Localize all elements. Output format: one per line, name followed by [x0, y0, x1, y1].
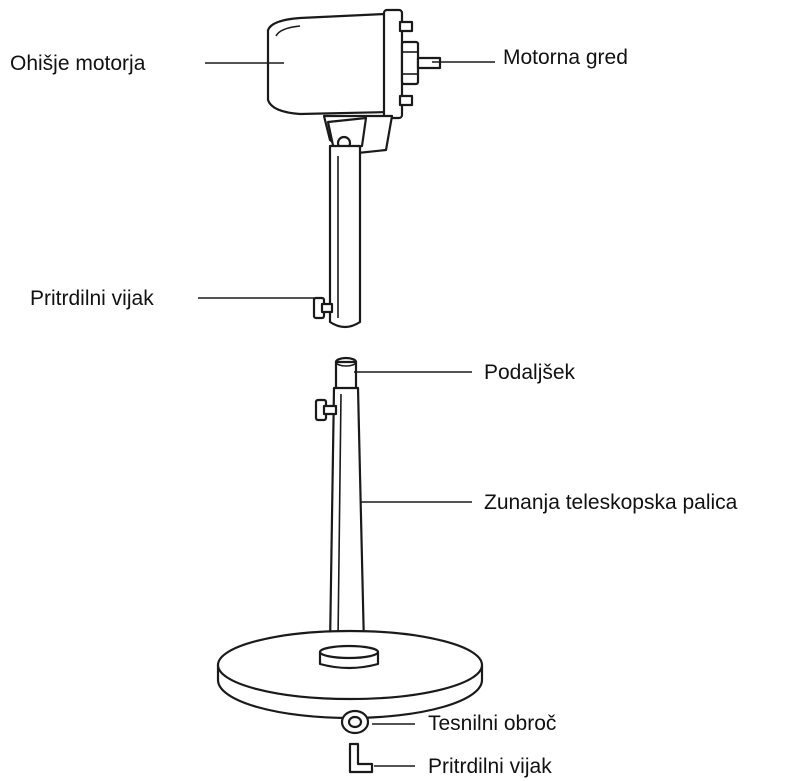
upper-pole [312, 144, 362, 329]
outer-telescopic-pole [314, 386, 366, 648]
motor-shaft [416, 56, 442, 70]
label-outer-telescopic-pole: Zunanja teleskopska palica [484, 491, 738, 514]
pivot-bracket [322, 114, 394, 156]
label-motor-housing: Ohišje motorja [10, 52, 146, 75]
extension-tube [334, 356, 358, 394]
label-fixing-screw-bottom: Pritrdilni vijak [428, 755, 552, 778]
motor-housing [266, 8, 420, 120]
label-extension: Podaljšek [484, 361, 576, 384]
bottom-fixing-screw [348, 742, 374, 774]
sealing-ring [340, 709, 370, 735]
label-motor-shaft: Motorna gred [503, 46, 628, 69]
label-fixing-screw-top: Pritrdilni vijak [30, 287, 154, 310]
round-base [216, 629, 484, 720]
label-sealing-ring: Tesnilni obroč [428, 712, 557, 735]
